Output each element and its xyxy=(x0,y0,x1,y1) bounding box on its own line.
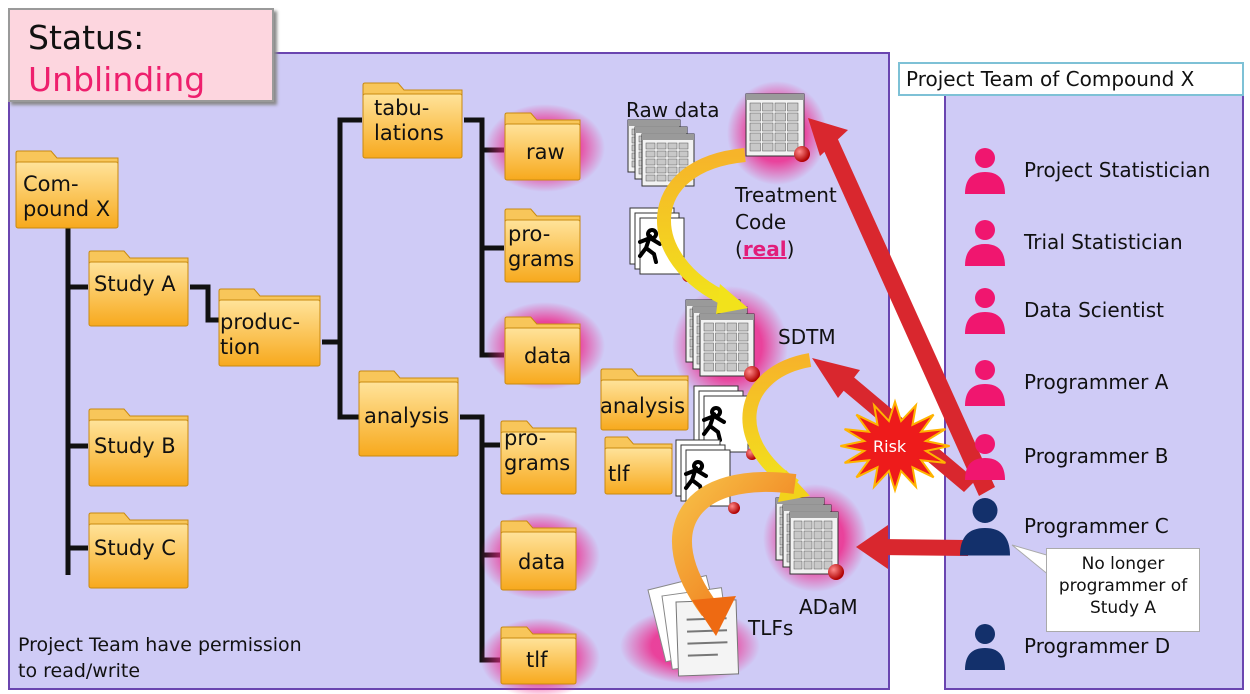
folder-analysis-output[interactable]: analysis xyxy=(600,368,690,432)
folder-icon xyxy=(88,250,189,327)
folder-label: data xyxy=(524,344,572,368)
person-icon xyxy=(965,434,1005,480)
folder-icon xyxy=(218,288,321,367)
folder-analysis[interactable]: analysis xyxy=(358,370,460,458)
folder-icon xyxy=(500,626,577,685)
treatment-code-line1: Treatment xyxy=(735,183,837,207)
folder-label: pro- grams xyxy=(508,222,575,271)
folder-compound-x[interactable]: Com- pound X xyxy=(15,150,120,230)
risk-starburst xyxy=(840,398,950,494)
member-name: Programmer A xyxy=(1024,370,1169,394)
folder-icon xyxy=(504,316,581,385)
treatment-code-paren-close: ) xyxy=(786,237,795,261)
member-name: Programmer B xyxy=(1024,444,1169,468)
folder-icon xyxy=(600,368,689,431)
treatment-code-real: (real) xyxy=(735,237,794,261)
risk-label: Risk xyxy=(873,437,907,456)
sdtm-label: SDTM xyxy=(778,325,836,349)
folder-tabulations[interactable]: tabu- lations xyxy=(362,82,464,160)
tlfs-label: TLFs xyxy=(748,616,794,640)
no-longer-programmer-callout: No longer programmer of Study A xyxy=(1046,548,1200,632)
folder-label: tlf xyxy=(526,648,548,672)
folder-programs-tab[interactable]: pro- grams xyxy=(504,208,582,284)
folder-icon xyxy=(504,208,581,283)
person-icon xyxy=(965,220,1005,266)
raw-data-label: Raw data xyxy=(626,98,720,122)
member-name: Programmer C xyxy=(1024,514,1169,538)
folder-label: Study B xyxy=(94,434,176,458)
folder-study-c[interactable]: Study C xyxy=(88,512,190,590)
treatment-code-paren-open: ( xyxy=(735,237,743,261)
callout-pointer xyxy=(1011,544,1051,578)
person-icon xyxy=(965,288,1005,334)
flow-arrows xyxy=(657,148,812,636)
folder-icon xyxy=(15,150,119,229)
table-icons xyxy=(627,93,844,580)
folder-label: pro- grams xyxy=(504,426,571,475)
folder-study-b[interactable]: Study B xyxy=(88,408,190,488)
folder-label: analysis xyxy=(364,404,450,428)
folder-tlf-ana[interactable]: tlf xyxy=(500,626,578,686)
folder-label: raw xyxy=(526,140,565,164)
person-icon xyxy=(960,498,1010,556)
member-name: Trial Statistician xyxy=(1024,230,1183,254)
folder-icon xyxy=(358,370,459,457)
folder-data-tab[interactable]: data xyxy=(504,316,582,386)
folder-production[interactable]: produc- tion xyxy=(218,288,322,368)
real-link[interactable]: real xyxy=(742,237,787,261)
folder-programs-ana[interactable]: pro- grams xyxy=(500,420,578,496)
status-label: Status: xyxy=(28,18,145,57)
folder-icon xyxy=(88,512,189,589)
person-icon xyxy=(965,360,1005,406)
folder-icon xyxy=(604,436,673,495)
permission-note: Project Team have permission to read/wri… xyxy=(18,634,302,682)
folder-study-a[interactable]: Study A xyxy=(88,250,190,328)
folder-label: produc- tion xyxy=(220,310,301,359)
folder-label: Study C xyxy=(94,536,176,560)
folder-label: tlf xyxy=(608,462,630,486)
folder-raw[interactable]: raw xyxy=(504,112,582,182)
status-box: Status: Unblinding xyxy=(8,8,274,102)
treatment-code-line2: Code xyxy=(735,210,787,234)
member-name: Data Scientist xyxy=(1024,298,1164,322)
member-icons xyxy=(960,148,1010,670)
folder-icon xyxy=(362,82,463,159)
member-name: Project Statistician xyxy=(1024,158,1211,182)
folder-data-ana[interactable]: data xyxy=(500,520,578,592)
folder-label: analysis xyxy=(600,394,686,418)
folder-label: data xyxy=(518,550,566,574)
folder-icon xyxy=(504,112,581,181)
folder-tlf-output[interactable]: tlf xyxy=(604,436,674,496)
adam-label: ADaM xyxy=(799,595,858,619)
folder-label: Com- pound X xyxy=(23,172,111,221)
folder-icon xyxy=(88,408,189,487)
folder-icon xyxy=(500,420,577,495)
member-name: Programmer D xyxy=(1024,634,1171,658)
person-icon xyxy=(965,148,1005,194)
status-value: Unblinding xyxy=(28,60,206,99)
team-panel-title: Project Team of Compound X xyxy=(898,62,1244,96)
folder-label: Study A xyxy=(94,272,176,296)
person-icon xyxy=(965,624,1005,670)
folder-icon xyxy=(500,520,577,591)
folder-label: tabu- lations xyxy=(374,96,444,145)
